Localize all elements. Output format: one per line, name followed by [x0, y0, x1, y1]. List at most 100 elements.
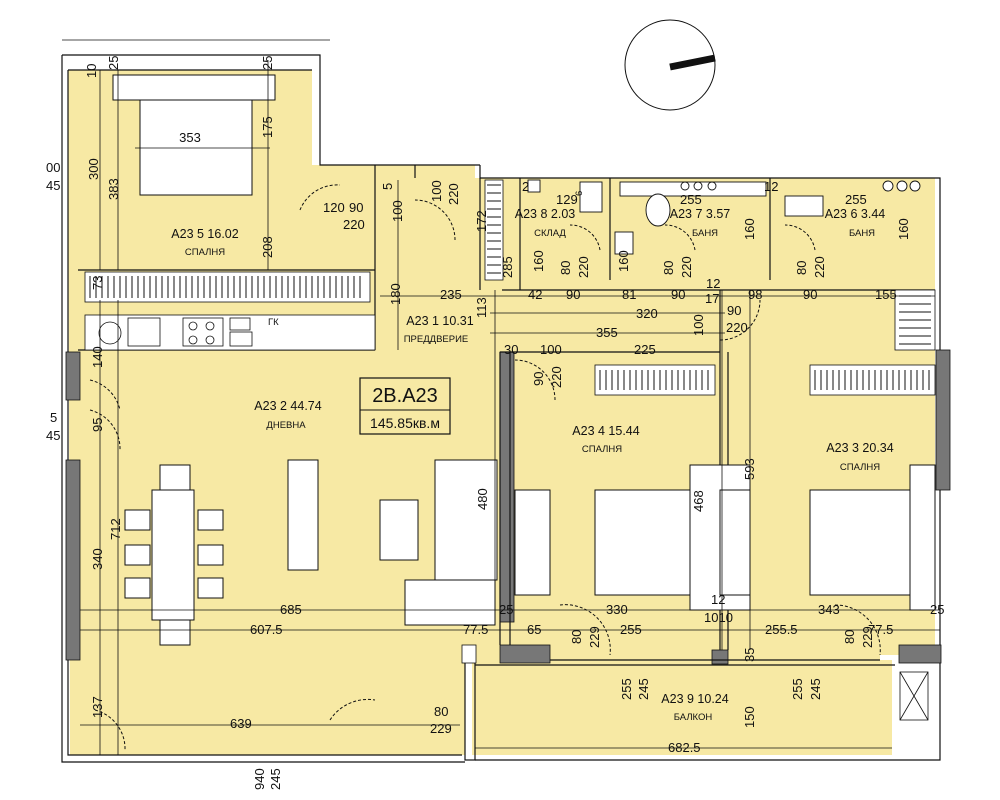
dim-12b: 12 — [706, 276, 720, 291]
dim-245c: 245 — [268, 768, 283, 790]
dim-80b: 80 — [661, 261, 676, 275]
wardrobe-hatching — [89, 184, 931, 390]
dim-73: 73 — [90, 276, 105, 290]
dim-480: 480 — [475, 488, 490, 510]
dim-80a: 80 — [558, 261, 573, 275]
dim-25a: 25 — [106, 56, 121, 70]
dim-160c: 160 — [742, 218, 757, 240]
unit-code: 2B.A23 — [372, 385, 438, 407]
room-8-name: СКЛАД — [534, 228, 566, 239]
appliance-label: ГК — [268, 317, 279, 328]
dim-140: 140 — [90, 346, 105, 368]
dim-100b: 100 — [390, 200, 405, 222]
dim-113: 113 — [474, 297, 489, 318]
dim-81: 81 — [622, 287, 636, 302]
dim-2: 2 — [522, 179, 529, 194]
room-7-name: БАНЯ — [692, 228, 718, 239]
room-6-name: БАНЯ — [849, 228, 875, 239]
bathroom-fixtures — [527, 179, 921, 255]
dim-343: 343 — [818, 602, 840, 617]
dim-edge-45b: 45 — [46, 428, 60, 443]
dim-30: 30 — [504, 342, 518, 357]
dim-90a: 90 — [349, 200, 363, 215]
ac-unit — [899, 671, 929, 721]
dim-255a: 255 — [680, 192, 702, 207]
dim-80e: 80 — [842, 630, 857, 644]
dim-355: 355 — [596, 325, 618, 340]
dim-6825: 682.5 — [668, 740, 701, 755]
dim-225: 225 — [634, 342, 656, 357]
dim-255b: 255 — [845, 192, 867, 207]
dim-17: 17 — [705, 291, 719, 306]
dim-593: 593 — [742, 458, 757, 480]
dimension-lines — [62, 39, 940, 755]
dim-edge-00: 00 — [46, 160, 60, 175]
dim-300: 300 — [86, 158, 101, 180]
dim-208: 208 — [260, 236, 275, 258]
dim-6: 6 — [574, 191, 585, 196]
dim-42: 42 — [528, 287, 542, 302]
kitchen-counter — [84, 314, 376, 351]
dim-383: 383 — [106, 178, 121, 200]
dim-255d: 255 — [619, 678, 634, 700]
dim-468: 468 — [691, 490, 706, 512]
dim-12a: 12 — [764, 179, 778, 194]
room-9-id: A23 9 10.24 — [661, 692, 728, 706]
room-5-id: A23 5 16.02 — [171, 227, 238, 241]
dim-220d: 220 — [679, 256, 694, 278]
dim-edge-5: 5 — [50, 410, 57, 425]
dim-65: 65 — [527, 622, 541, 637]
living-furniture — [124, 459, 498, 646]
dim-25c: 25 — [499, 602, 513, 617]
dim-229a: 229 — [587, 626, 602, 648]
dim-220g: 220 — [549, 366, 564, 388]
dim-160d: 160 — [896, 218, 911, 240]
dim-353: 353 — [179, 130, 201, 145]
dim-229b: 229 — [860, 626, 875, 648]
dim-98: 98 — [748, 287, 762, 302]
dim-220e: 220 — [812, 256, 827, 278]
dim-129: 129 — [556, 192, 578, 207]
dim-235: 235 — [440, 287, 462, 302]
room-3-id: A23 3 20.34 — [826, 441, 893, 455]
unit-area: 145.85кв.м — [370, 415, 440, 431]
dim-90d: 90 — [803, 287, 817, 302]
dim-12c: 12 — [711, 592, 725, 607]
dim-80c: 80 — [794, 261, 809, 275]
dim-90c: 90 — [671, 287, 685, 302]
dim-120: 120 — [323, 200, 345, 215]
bed-bedroom-5 — [112, 74, 276, 196]
dim-220c: 220 — [576, 256, 591, 278]
dim-775a: 77.5 — [463, 622, 488, 637]
dim-172: 172 — [474, 210, 489, 232]
dim-150: 150 — [742, 706, 757, 728]
dim-25d: 25 — [930, 602, 944, 617]
dim-245b: 245 — [808, 678, 823, 700]
dim-229c: 229 — [430, 721, 452, 736]
unit-label-box — [359, 377, 451, 435]
dim-340: 340 — [90, 548, 105, 570]
dim-35: 35 — [742, 648, 757, 662]
dim-175: 175 — [260, 116, 275, 138]
room-4-id: A23 4 15.44 — [572, 424, 639, 438]
dim-940: 940 — [252, 768, 267, 790]
dim-160a: 160 — [531, 250, 546, 272]
dim-180: 180 — [388, 283, 403, 305]
dim-220f: 220 — [726, 320, 748, 335]
dim-775b: 77.5 — [868, 622, 893, 637]
dim-285: 285 — [500, 256, 515, 278]
window-blocks — [65, 349, 951, 665]
dim-100d: 100 — [540, 342, 562, 357]
dim-155: 155 — [875, 287, 897, 302]
dim-712: 712 — [108, 518, 123, 540]
bed-bedroom-3 — [809, 464, 936, 611]
dim-80d: 80 — [569, 630, 584, 644]
dim-320: 320 — [636, 306, 658, 321]
dim-edge-45a: 45 — [46, 178, 60, 193]
dim-100c: 100 — [691, 314, 706, 336]
dim-220b: 220 — [446, 183, 461, 205]
dim-90b: 90 — [566, 287, 580, 302]
room-5-name: СПАЛНЯ — [185, 247, 225, 258]
dim-245a: 245 — [636, 678, 651, 700]
